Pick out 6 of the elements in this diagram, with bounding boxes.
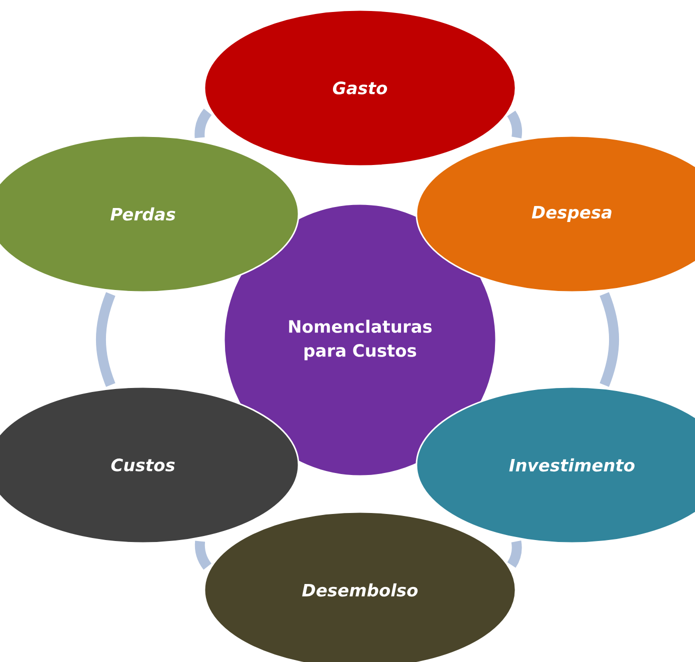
ring-connector xyxy=(507,540,522,568)
ring-connector xyxy=(96,292,116,387)
ring-connector xyxy=(600,292,620,387)
ring-connector xyxy=(507,110,522,138)
ring-connector xyxy=(194,540,212,570)
ring-connector xyxy=(194,108,212,138)
